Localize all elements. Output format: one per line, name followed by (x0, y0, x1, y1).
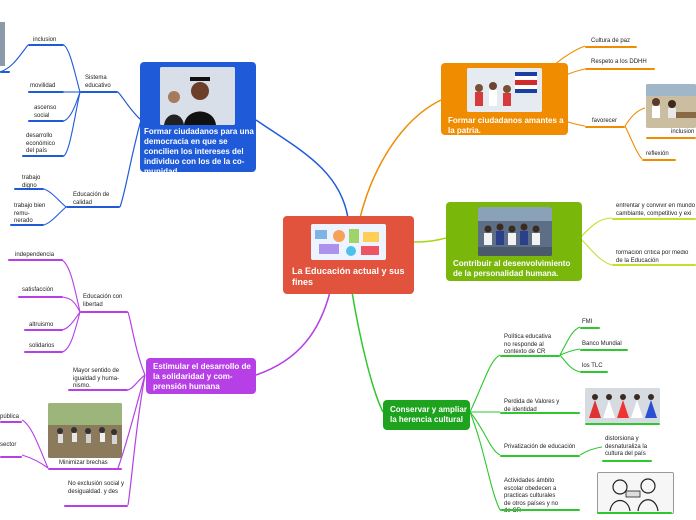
subtopic-educacion-libertad[interactable]: Educación con libertad (83, 294, 123, 308)
subtopic-formacion-critica[interactable]: formación crítica por medio de la Educac… (616, 250, 689, 264)
dancers-photo-icon (585, 388, 660, 423)
link-central-democracia (255, 119, 349, 219)
graduation-photo-icon (160, 67, 235, 125)
item-sector[interactable]: sector (0, 442, 17, 448)
item-publica[interactable]: pública (0, 414, 20, 420)
item-desarrollo[interactable]: desarrollo económico del país (26, 133, 56, 154)
branch-democracia-title: Formar ciudadanos para una democracia en… (144, 127, 254, 176)
cutoff-photo-icon (0, 22, 5, 66)
item-independencia[interactable]: independencia (15, 252, 55, 258)
subtopic-respeto-ddhh[interactable]: Respeto a los DDHH (591, 59, 647, 65)
subtopic-politica-educativa[interactable]: Política educativa no responde al contex… (504, 334, 552, 355)
branch-democracia-node[interactable]: Formar ciudadanos para una democracia en… (140, 62, 256, 176)
branch-herencia-node[interactable]: Conservar y ampliar la herencia cultural (383, 400, 470, 430)
subtopic-sistema-educativo[interactable]: Sistema educativo (85, 75, 111, 89)
branch-solidaridad-title: Estimular el desarrollo de la solidarida… (153, 362, 251, 391)
item-solidarios[interactable]: solidarios (29, 343, 55, 349)
central-topic-node[interactable]: La Educación actual y sus fines (283, 216, 414, 294)
subtopic-privatizacion[interactable]: Privatización de educación (504, 444, 576, 450)
branch-personalidad-title: Contribuir al desenvolvimiento de la per… (453, 259, 571, 278)
subtopic-no-exclusion[interactable]: No exclusión social y desigualdad. y des (68, 481, 125, 495)
education-collage-illustration-icon (311, 224, 386, 260)
item-los-tlc[interactable]: los TLC (582, 363, 603, 369)
subtopic-educacion-calidad[interactable]: Educación de calidad (73, 192, 110, 206)
subtopic-favorecer[interactable]: favorecer (592, 118, 618, 124)
branch-personalidad-node[interactable]: Contribuir al desenvolvimiento de la per… (446, 202, 582, 281)
item-distorsiona[interactable]: distorsiona y desnaturaliza la cultura d… (605, 436, 648, 457)
central-topic-title: La Educación actual y sus fines (292, 266, 405, 287)
branch-solidaridad-node[interactable]: Estimular el desarrollo de la solidarida… (146, 358, 256, 394)
item-banco-mundial[interactable]: Banco Mundial (582, 341, 622, 347)
link-central-personalidad (413, 237, 447, 243)
branch-herencia-title: Conservar y ampliar la herencia cultural (390, 405, 467, 424)
item-trabajo-bien-remunerado[interactable]: trabajo bien remu-nerado (14, 203, 46, 224)
link-central-patria (359, 99, 442, 219)
subtopic-perdida-valores[interactable]: Perdida de Valores y de identidad (504, 399, 560, 413)
item-altruismo[interactable]: altruismo (29, 322, 54, 328)
subtopic-minimizar-brechas[interactable]: Minimizar brechas (59, 460, 108, 466)
item-ascenso-social[interactable]: ascenso social (34, 105, 57, 119)
item-trabajo-digno[interactable]: trabajo digno (22, 175, 41, 189)
subtopic-actividades[interactable]: Actividades ámbito escolar obedecen a pr… (504, 478, 559, 514)
branch-patria-node[interactable]: Formar ciudadanos amantes a la patria. (441, 63, 568, 135)
item-inclusion-patria[interactable]: inclusion (671, 129, 695, 135)
classroom-photo-icon (646, 84, 696, 128)
subtopic-enfrentar[interactable]: enfrentar y convivir en mundo cambiante,… (616, 203, 696, 217)
cartoon-illustration-icon (597, 472, 674, 514)
branch-patria-title: Formar ciudadanos amantes a la patria. (448, 116, 564, 135)
school-children-flag-photo-icon (467, 68, 542, 112)
item-inclusion[interactable]: inclusion (33, 37, 57, 43)
community-meeting-photo-icon (48, 403, 122, 458)
item-movilidad[interactable]: movilidad (30, 83, 56, 89)
subtopic-cultura-paz[interactable]: Cultura de paz (591, 38, 631, 44)
subtopic-igualdad[interactable]: Mayor sentido de igualdad y huma-nismo. (73, 368, 120, 389)
subtopic-reflexion[interactable]: reflexión (646, 151, 669, 157)
item-satisfaccion[interactable]: satisfacción (22, 287, 54, 293)
item-fmi[interactable]: FMI (582, 319, 593, 325)
students-group-photo-icon (478, 207, 552, 256)
link-central-solidaridad (255, 291, 331, 376)
link-central-herencia (351, 291, 384, 413)
